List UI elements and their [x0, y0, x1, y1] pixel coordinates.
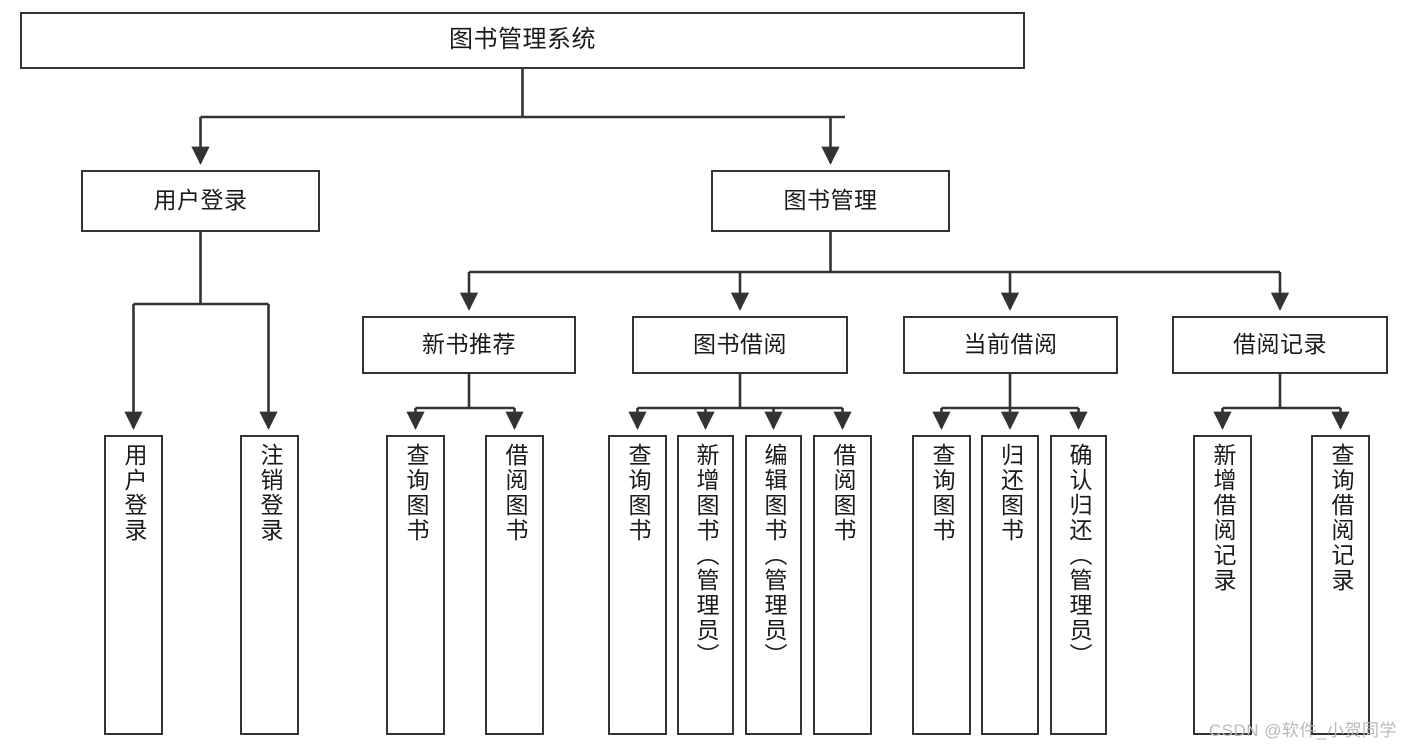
node-leaf-add-book[interactable]: 新增图书（管理员）: [677, 435, 734, 735]
node-new-book-rec[interactable]: 新书推荐: [362, 316, 576, 374]
node-leaf-user-logout-label: 注销登录: [257, 443, 283, 543]
node-leaf-user-login[interactable]: 用户登录: [104, 435, 163, 735]
node-leaf-borrow-book-1[interactable]: 借阅图书: [485, 435, 544, 735]
node-leaf-edit-book-label: 编辑图书（管理员）: [761, 443, 787, 668]
node-current-borrow[interactable]: 当前借阅: [903, 316, 1118, 374]
node-leaf-borrow-book-2-label: 借阅图书: [830, 443, 856, 543]
node-user-login-label: 用户登录: [153, 187, 248, 214]
node-book-manage[interactable]: 图书管理: [711, 170, 950, 232]
node-leaf-confirm-return[interactable]: 确认归还（管理员）: [1050, 435, 1107, 735]
node-root[interactable]: 图书管理系统: [20, 12, 1025, 69]
node-leaf-add-book-label: 新增图书（管理员）: [693, 443, 719, 668]
node-leaf-user-login-label: 用户登录: [121, 443, 147, 543]
node-leaf-return-book[interactable]: 归还图书: [981, 435, 1039, 735]
node-leaf-query-book-2[interactable]: 查询图书: [608, 435, 667, 735]
node-leaf-add-record-label: 新增借阅记录: [1210, 443, 1236, 593]
node-leaf-borrow-book-2[interactable]: 借阅图书: [813, 435, 872, 735]
node-leaf-confirm-return-label: 确认归还（管理员）: [1066, 443, 1092, 668]
node-borrow-record[interactable]: 借阅记录: [1172, 316, 1388, 374]
node-leaf-query-record-label: 查询借阅记录: [1328, 443, 1354, 593]
node-current-borrow-label: 当前借阅: [963, 331, 1058, 358]
node-leaf-edit-book[interactable]: 编辑图书（管理员）: [745, 435, 802, 735]
node-book-manage-label: 图书管理: [783, 187, 878, 214]
node-root-label: 图书管理系统: [449, 26, 596, 54]
node-new-book-rec-label: 新书推荐: [422, 331, 516, 358]
node-leaf-query-book-1[interactable]: 查询图书: [386, 435, 445, 735]
node-borrow-record-label: 借阅记录: [1233, 331, 1327, 358]
node-book-borrow[interactable]: 图书借阅: [632, 316, 848, 374]
node-leaf-query-book-2-label: 查询图书: [625, 443, 651, 543]
node-leaf-query-book-1-label: 查询图书: [403, 443, 429, 543]
node-user-login[interactable]: 用户登录: [81, 170, 320, 232]
node-leaf-query-record[interactable]: 查询借阅记录: [1311, 435, 1370, 735]
node-leaf-user-logout[interactable]: 注销登录: [240, 435, 299, 735]
node-leaf-query-book-3[interactable]: 查询图书: [912, 435, 971, 735]
node-leaf-query-book-3-label: 查询图书: [929, 443, 955, 543]
node-book-borrow-label: 图书借阅: [693, 331, 787, 358]
node-leaf-add-record[interactable]: 新增借阅记录: [1193, 435, 1252, 735]
node-leaf-return-book-label: 归还图书: [997, 443, 1024, 543]
watermark: CSDN @软件_小贺同学: [1208, 721, 1397, 740]
node-leaf-borrow-book-1-label: 借阅图书: [502, 443, 528, 543]
